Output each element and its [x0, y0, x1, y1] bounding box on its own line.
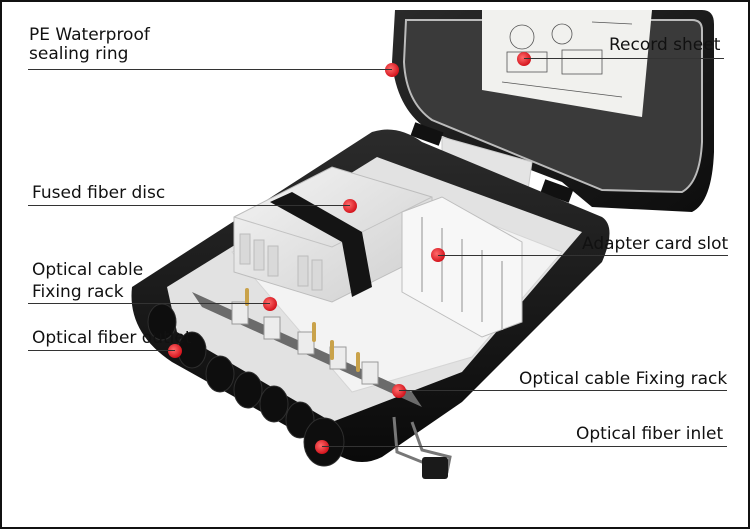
label-fused-disc: Fused fiber disc — [32, 183, 166, 203]
marker-rack-right — [392, 384, 406, 398]
leader-fused-disc — [28, 205, 350, 206]
label-fiber-outlet: Optical fiber outlet — [32, 328, 192, 348]
label-pe-ring-1: PE Waterproof — [29, 25, 150, 45]
fused-fiber-disc — [233, 166, 433, 303]
label-fiber-inlet: Optical fiber inlet — [576, 424, 724, 444]
lid — [392, 10, 714, 233]
label-rack-right: Optical cable Fixing rack — [519, 369, 728, 389]
leader-fiber-inlet — [322, 446, 727, 447]
leader-rack-left — [28, 303, 270, 304]
label-rack-left-1: Optical cable — [32, 260, 144, 280]
record-sheet — [482, 10, 652, 117]
marker-fused-disc — [343, 199, 357, 213]
leader-rack-right — [399, 390, 727, 391]
adapter-card-slot — [401, 196, 523, 338]
label-adapter-slot: Adapter card slot — [582, 234, 729, 254]
label-pe-ring-2: sealing ring — [29, 44, 129, 64]
leader-fiber-outlet — [28, 350, 175, 351]
leader-adapter-slot — [438, 255, 728, 256]
label-record-sheet: Record sheet — [609, 35, 721, 55]
label-rack-left-2: Fixing rack — [32, 282, 124, 302]
marker-rack-left — [263, 297, 277, 311]
leader-record-sheet — [524, 58, 724, 59]
marker-record-sheet — [517, 52, 531, 66]
optical-cable-fixing-rack — [192, 288, 422, 407]
latch-hook — [392, 416, 452, 479]
marker-fiber-inlet — [315, 440, 329, 454]
marker-pe-ring — [385, 63, 399, 77]
callout-markers — [168, 52, 531, 454]
marker-fiber-outlet — [168, 344, 182, 358]
leader-pe-ring — [28, 69, 392, 70]
